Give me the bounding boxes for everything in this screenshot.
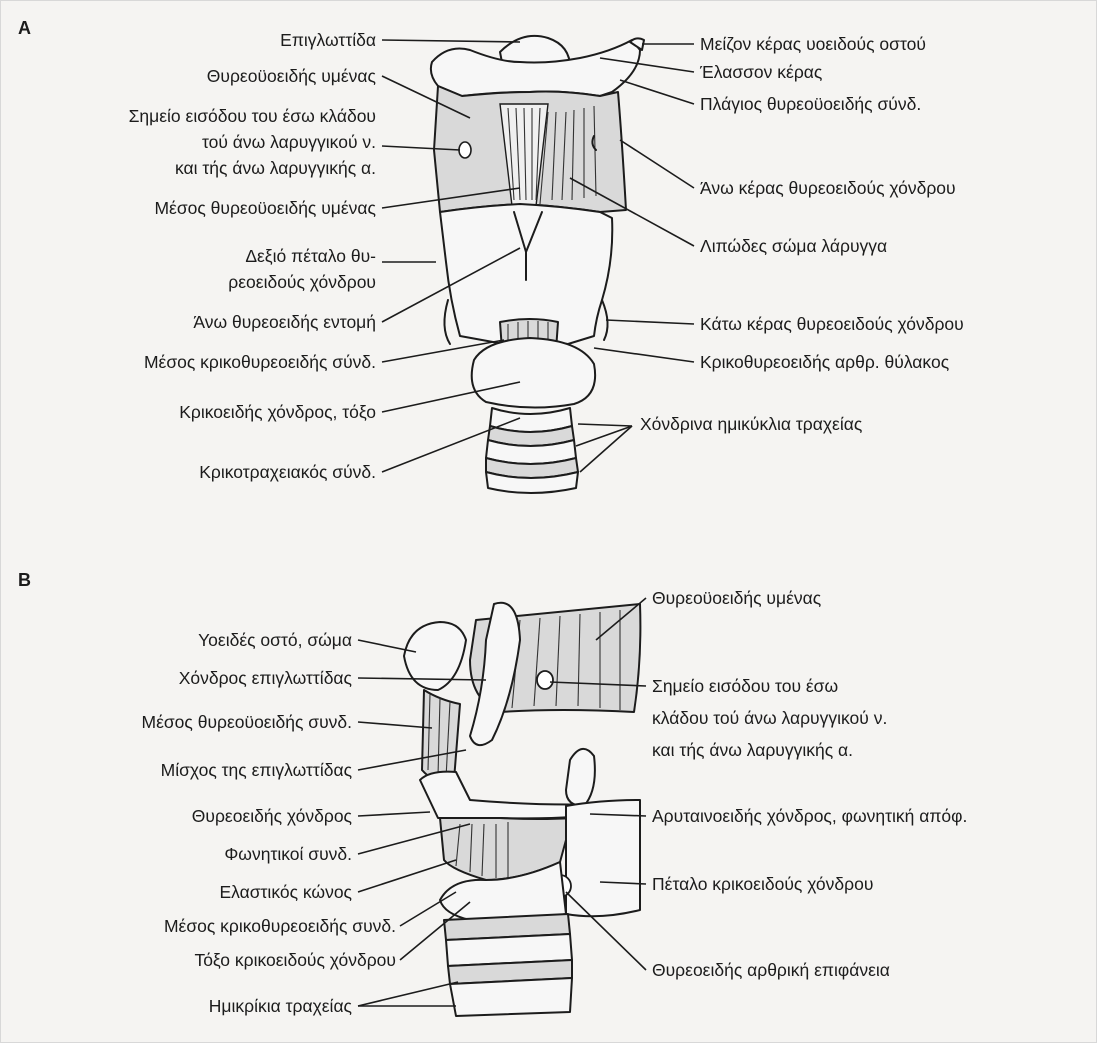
label-epiglottis: Επιγλωττίδα <box>280 30 376 50</box>
label-epiglottic-cartilage: Χόνδρος επιγλωττίδας <box>179 668 352 688</box>
label-conus-elasticus: Ελαστικός κώνος <box>219 882 352 902</box>
label-entry-point-1: Σημείο εισόδου του έσω κλάδου <box>129 106 376 126</box>
label-fat-body-larynx: Λιπώδες σώμα λάρυγγα <box>700 236 887 256</box>
label-cricoid-lamina: Πέταλο κρικοειδούς χόνδρου <box>652 874 873 894</box>
label-epiglottis-stalk: Μίσχος της επιγλωττίδας <box>161 760 352 780</box>
label-lesser-horn: Έλασσον κέρας <box>699 62 822 82</box>
labels-b-right: Θυρεοϋοειδής υμένας Σημείο εισόδου του έ… <box>652 588 967 980</box>
foramen-lateral <box>537 671 553 689</box>
labels-b-left: Υοειδές οστό, σώμα Χόνδρος επιγλωττίδας … <box>142 630 397 1016</box>
label-cricotracheal-ligament: Κρικοτραχειακός σύνδ. <box>199 462 376 482</box>
arytenoid-cartilage <box>566 749 595 806</box>
label-greater-horn-hyoid: Μείζον κέρας υοειδούς οστού <box>700 34 926 54</box>
label-cricoid-arch: Κρικοειδής χόνδρος, τόξο <box>179 402 376 422</box>
label-thyroid-cartilage: Θυρεοειδής χόνδρος <box>192 806 352 826</box>
label-hyoid-body: Υοειδές οστό, σώμα <box>198 630 352 650</box>
label-median-thyrohyoid-membrane: Μέσος θυρεοϋοειδής υμένας <box>154 198 376 218</box>
label-right-lamina-1: Δεξιό πέταλο θυ- <box>245 246 376 266</box>
cricoid-lamina <box>566 800 640 916</box>
label-entry-point-2: τού άνω λαρυγγικού ν. <box>202 132 376 152</box>
label-median-cricothyroid-ligament: Μέσος κρικοθυρεοειδής σύνδ. <box>144 352 376 372</box>
label-entry-b-2: κλάδου τού άνω λαρυγγικού ν. <box>652 708 887 728</box>
label-entry-b-3: και τής άνω λαρυγγικής α. <box>652 740 853 760</box>
label-tracheal-rings: Χόνδρινα ημικύκλια τραχείας <box>640 414 862 434</box>
label-entry-point-3: και τής άνω λαρυγγικής α. <box>175 158 376 178</box>
label-thyroid-articular-surface: Θυρεοειδής αρθρική επιφάνεια <box>652 960 890 980</box>
tracheal-semirings <box>444 914 572 1016</box>
panel-a-label: A <box>18 18 31 38</box>
label-superior-thyroid-notch: Άνω θυρεοειδής εντομή <box>193 312 376 332</box>
larynx-lateral-drawing <box>404 603 640 1016</box>
larynx-anterior-drawing <box>431 36 644 493</box>
trachea-rings <box>486 408 578 493</box>
label-superior-horn-thyroid: Άνω κέρας θυρεοειδούς χόνδρου <box>700 178 956 198</box>
panel-b-label: B <box>18 570 31 590</box>
label-right-lamina-2: ρεοειδούς χόνδρου <box>228 272 376 292</box>
label-median-thyrohyoid-lig: Μέσος θυρεοϋοειδής συνδ. <box>142 712 353 732</box>
label-thyrohyoid-membrane: Θυρεοϋοειδής υμένας <box>207 66 376 86</box>
label-cricothyroid-capsule: Κρικοθυρεοειδής αρθρ. θύλακος <box>700 352 949 372</box>
label-entry-b-1: Σημείο εισόδου του έσω <box>652 676 838 696</box>
label-vocal-ligaments: Φωνητικοί συνδ. <box>224 844 352 864</box>
label-cricoid-arch-b: Τόξο κρικοειδούς χόνδρου <box>194 950 396 970</box>
label-lateral-thyrohyoid-ligament: Πλάγιος θυρεοϋοειδής σύνδ. <box>700 94 921 114</box>
label-tracheal-semirings: Ημικρίκια τραχείας <box>209 996 352 1016</box>
label-arytenoid: Αρυταινοειδής χόνδρος, φωνητική απόφ. <box>652 806 967 826</box>
label-inferior-horn-thyroid: Κάτω κέρας θυρεοειδούς χόνδρου <box>700 314 964 334</box>
labels-a-left: Επιγλωττίδα Θυρεοϋοειδής υμένας Σημείο ε… <box>129 30 377 482</box>
label-thyrohyoid-membrane-b: Θυρεοϋοειδής υμένας <box>652 588 821 608</box>
label-median-cricothyroid-lig: Μέσος κρικοθυρεοειδής συνδ. <box>164 916 396 936</box>
labels-a-right: Μείζον κέρας υοειδούς οστού Έλασσον κέρα… <box>640 34 964 434</box>
foramen-left <box>459 142 471 158</box>
cricoid-arch <box>472 338 595 408</box>
inferior-horn-left <box>444 300 450 344</box>
